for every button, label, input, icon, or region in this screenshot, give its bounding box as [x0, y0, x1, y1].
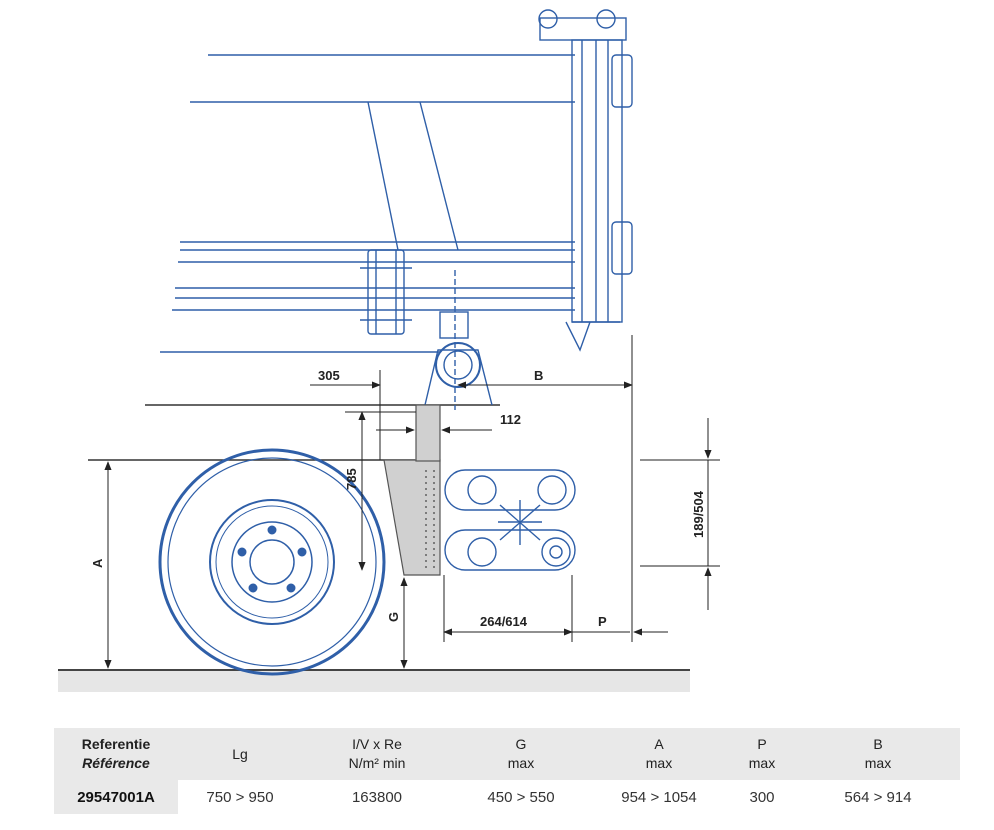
spec-table: Referentie Référence Lg I/V x Re N/m² mi… — [54, 728, 960, 814]
cell-b: 564 > 914 — [844, 788, 912, 806]
dim-305-label: 305 — [318, 368, 340, 383]
header-reference: Referentie Référence — [54, 728, 178, 780]
underrun-bracket — [383, 404, 441, 576]
cell-lg: 750 > 950 — [206, 788, 274, 806]
dim-785-label: 785 — [344, 468, 359, 490]
underrun-beam — [444, 469, 576, 571]
cell-p: 300 — [749, 788, 775, 806]
dim-264-614-label: 264/614 — [480, 614, 528, 629]
cell-ivre: 163800 — [351, 788, 403, 806]
dim-p-label: P — [598, 614, 607, 629]
dim-112-label: 112 — [500, 412, 521, 427]
wheel — [158, 448, 386, 676]
table-header-row: Referentie Référence Lg I/V x Re N/m² mi… — [54, 728, 960, 780]
header-b: B max — [796, 728, 960, 780]
header-g: G max — [452, 728, 590, 780]
dim-b-label: B — [534, 368, 543, 383]
cell-g: 450 > 550 — [487, 788, 555, 806]
dim-g-label: G — [386, 612, 401, 622]
spring-hanger — [360, 249, 493, 410]
header-lg: Lg — [178, 728, 302, 780]
dim-189-504-label: 189/504 — [691, 490, 706, 538]
ground — [58, 669, 690, 692]
dim-a-label: A — [90, 558, 105, 568]
bumper-bar — [538, 9, 633, 352]
header-a: A max — [590, 728, 728, 780]
header-p: P max — [728, 728, 796, 780]
dimension-lines — [104, 335, 720, 669]
header-ivre: I/V x Re N/m² min — [302, 728, 452, 780]
cell-reference: 29547001A — [54, 780, 178, 814]
cell-a: 954 > 1054 — [621, 788, 697, 806]
table-row: 29547001A 750 > 950 163800 450 > 550 954… — [54, 780, 960, 814]
chassis-frame — [88, 54, 575, 461]
